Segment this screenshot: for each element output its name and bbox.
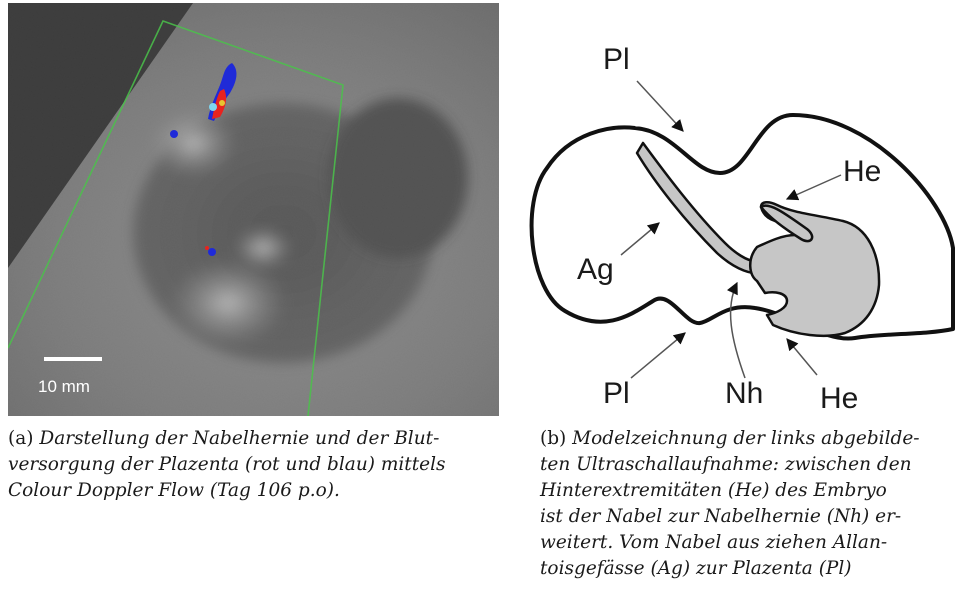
arrow-he-bottom bbox=[787, 339, 817, 375]
label-he-top: He bbox=[843, 155, 881, 188]
caption-a-line-1: Darstellung der Nabelhernie und der Blut… bbox=[39, 428, 439, 449]
caption-b-line-4: ist der Nabel zur Nabelhernie (Nh) er- bbox=[540, 504, 957, 530]
ultrasound-image: 10 mm bbox=[8, 3, 499, 416]
scale-label: 10 mm bbox=[38, 377, 90, 396]
caption-b-line-5: weitert. Vom Nabel aus ziehen Allan- bbox=[540, 530, 957, 556]
placenta-outline bbox=[532, 115, 953, 339]
arrow-pl-bottom bbox=[631, 333, 685, 378]
schematic-drawing: Pl He Ag Pl Nh He bbox=[525, 3, 957, 416]
caption-a-line-2: versorgung der Plazenta (rot und blau) m… bbox=[8, 452, 500, 478]
caption-b-label: (b) bbox=[540, 428, 566, 449]
caption-a-line-3: Colour Doppler Flow (Tag 106 p.o). bbox=[8, 478, 500, 504]
label-pl-bottom: Pl bbox=[603, 377, 630, 410]
caption-b-line-2: ten Ultraschallaufnahme: zwischen den bbox=[540, 452, 957, 478]
caption-b: (b) Modelzeichnung der links abgebilde- … bbox=[540, 426, 957, 582]
caption-b-line-1: Modelzeichnung der links abgebilde- bbox=[572, 428, 919, 449]
label-ag: Ag bbox=[577, 253, 614, 286]
speckle-overlay bbox=[8, 3, 499, 416]
caption-b-line-6: toisgefässe (Ag) zur Plazenta (Pl) bbox=[540, 556, 957, 582]
caption-b-line-3: Hinterextremitäten (He) des Embryo bbox=[540, 478, 957, 504]
label-pl-top: Pl bbox=[603, 43, 630, 76]
caption-a: (a) Darstellung der Nabelhernie und der … bbox=[8, 426, 500, 504]
label-he-bottom: He bbox=[820, 382, 858, 415]
arrow-pl-top bbox=[637, 81, 683, 131]
scale-bar bbox=[44, 357, 102, 361]
caption-a-label: (a) bbox=[8, 428, 33, 449]
label-nh: Nh bbox=[725, 377, 763, 410]
